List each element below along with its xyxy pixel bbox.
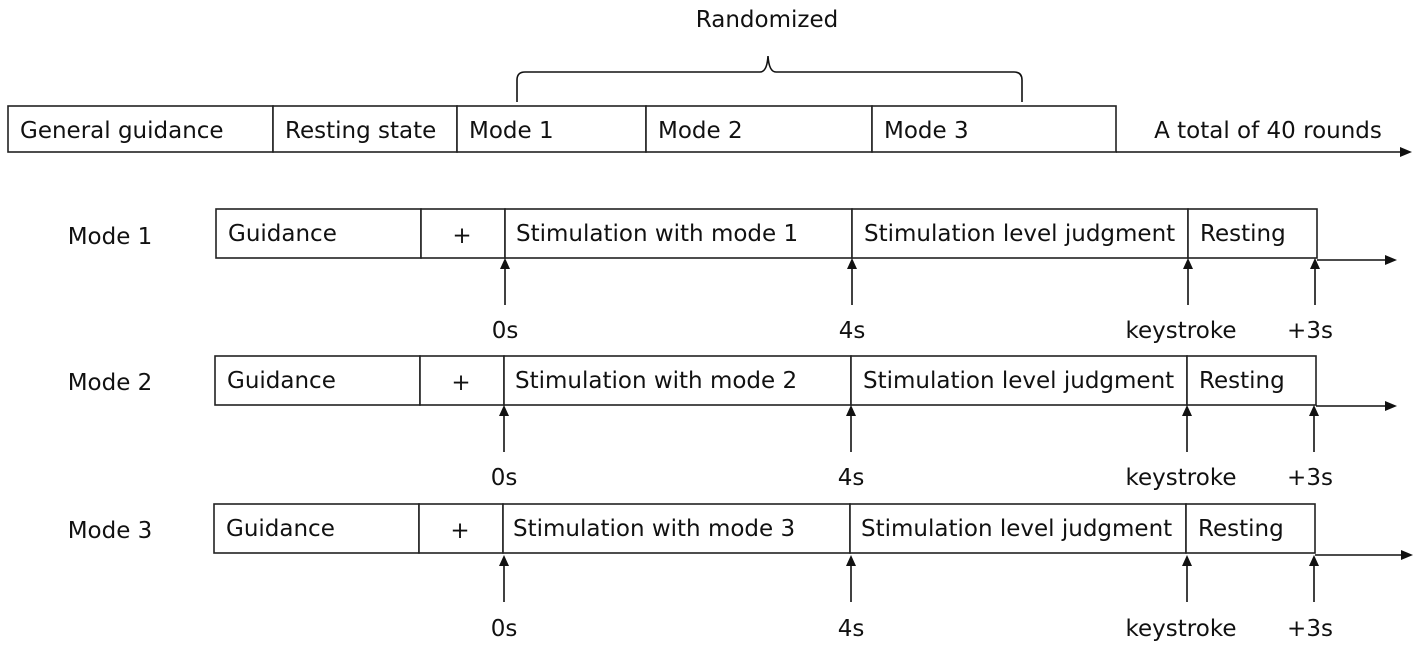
segment-resting-label: Resting: [1199, 368, 1285, 394]
segment-guidance: [215, 208, 422, 259]
cell-label-mode-1: Mode 1: [469, 118, 554, 144]
cell-label-general-guidance: General guidance: [20, 118, 224, 144]
marker-label-plus3s: +3s: [1287, 465, 1333, 491]
marker-arrowhead-0s: [499, 405, 509, 416]
segment-judgment-label: Stimulation level judgment: [863, 368, 1174, 394]
segment-resting-label: Resting: [1200, 221, 1286, 247]
mode-row-2: Mode 2 Guidance + Stimulation with mode …: [68, 355, 1397, 491]
marker-arrowhead-plus3s: [1309, 555, 1319, 566]
cell-label-mode-2: Mode 2: [658, 118, 743, 144]
mode-row-label: Mode 3: [68, 518, 153, 544]
cell-mode-3: [871, 105, 1117, 153]
marker-label-keystroke: keystroke: [1126, 465, 1237, 491]
marker-label-4s: 4s: [838, 616, 865, 642]
mode-row-label: Mode 2: [68, 370, 153, 396]
segment-resting: [1187, 208, 1318, 259]
marker-arrowhead-keystroke: [1183, 258, 1193, 269]
segment-judgment: [850, 355, 1188, 406]
segment-stimulation-label: Stimulation with mode 1: [516, 221, 798, 247]
segment-judgment: [851, 208, 1189, 259]
marker-arrowhead-0s: [500, 258, 510, 269]
segment-judgment: [849, 503, 1187, 554]
cell-mode-1: [456, 105, 647, 153]
cell-label-mode-3: Mode 3: [884, 118, 969, 144]
segment-judgment-label: Stimulation level judgment: [864, 221, 1175, 247]
top-sequence: General guidance Resting state Mode 1 Mo…: [7, 7, 1412, 157]
marker-label-4s: 4s: [838, 465, 865, 491]
timeline-arrowhead: [1385, 255, 1397, 265]
marker-label-keystroke: keystroke: [1126, 616, 1237, 642]
segment-stimulation-label: Stimulation with mode 2: [515, 368, 797, 394]
segment-fixation-label: +: [452, 223, 471, 249]
segment-stimulation: [503, 355, 852, 406]
segment-resting: [1185, 503, 1316, 554]
segment-resting-label: Resting: [1198, 516, 1284, 542]
marker-arrowhead-keystroke: [1182, 405, 1192, 416]
cell-label-resting-state: Resting state: [285, 118, 436, 144]
segment-judgment-label: Stimulation level judgment: [861, 516, 1172, 542]
segment-stimulation: [502, 503, 851, 554]
marker-arrowhead-0s: [499, 555, 509, 566]
segment-guidance-label: Guidance: [228, 221, 337, 247]
marker-arrowhead-plus3s: [1310, 258, 1320, 269]
marker-arrowhead-plus3s: [1309, 405, 1319, 416]
segment-fixation-label: +: [450, 518, 469, 544]
marker-label-keystroke: keystroke: [1126, 318, 1237, 344]
marker-label-plus3s: +3s: [1287, 616, 1333, 642]
randomized-label: Randomized: [696, 7, 838, 33]
cell-general-guidance: [7, 105, 274, 153]
segment-fixation: [418, 503, 504, 554]
mode-row-3: Mode 3 Guidance + Stimulation with mode …: [68, 503, 1413, 642]
segment-guidance-label: Guidance: [227, 368, 336, 394]
segment-guidance-label: Guidance: [226, 516, 335, 542]
timeline-arrowhead: [1401, 550, 1413, 560]
cell-resting-state: [272, 105, 458, 153]
marker-label-plus3s: +3s: [1287, 318, 1333, 344]
marker-label-4s: 4s: [839, 318, 866, 344]
timeline-arrowhead: [1385, 401, 1397, 411]
segment-stimulation-label: Stimulation with mode 3: [513, 516, 795, 542]
marker-label-0s: 0s: [491, 616, 518, 642]
segment-resting: [1186, 355, 1317, 406]
randomized-brace: [516, 55, 1023, 102]
marker-arrowhead-keystroke: [1182, 555, 1192, 566]
total-rounds-label: A total of 40 rounds: [1154, 118, 1382, 144]
segment-guidance: [214, 355, 421, 406]
marker-label-0s: 0s: [491, 465, 518, 491]
segment-fixation-label: +: [451, 370, 470, 396]
marker-arrowhead-4s: [846, 405, 856, 416]
marker-arrowhead-4s: [847, 258, 857, 269]
total-rounds-arrowhead: [1400, 147, 1412, 157]
segment-guidance: [213, 503, 420, 554]
mode-row-label: Mode 1: [68, 224, 153, 250]
marker-label-0s: 0s: [492, 318, 519, 344]
mode-row-1: Mode 1 Guidance + Stimulation with mode …: [68, 208, 1397, 344]
marker-arrowhead-4s: [846, 555, 856, 566]
